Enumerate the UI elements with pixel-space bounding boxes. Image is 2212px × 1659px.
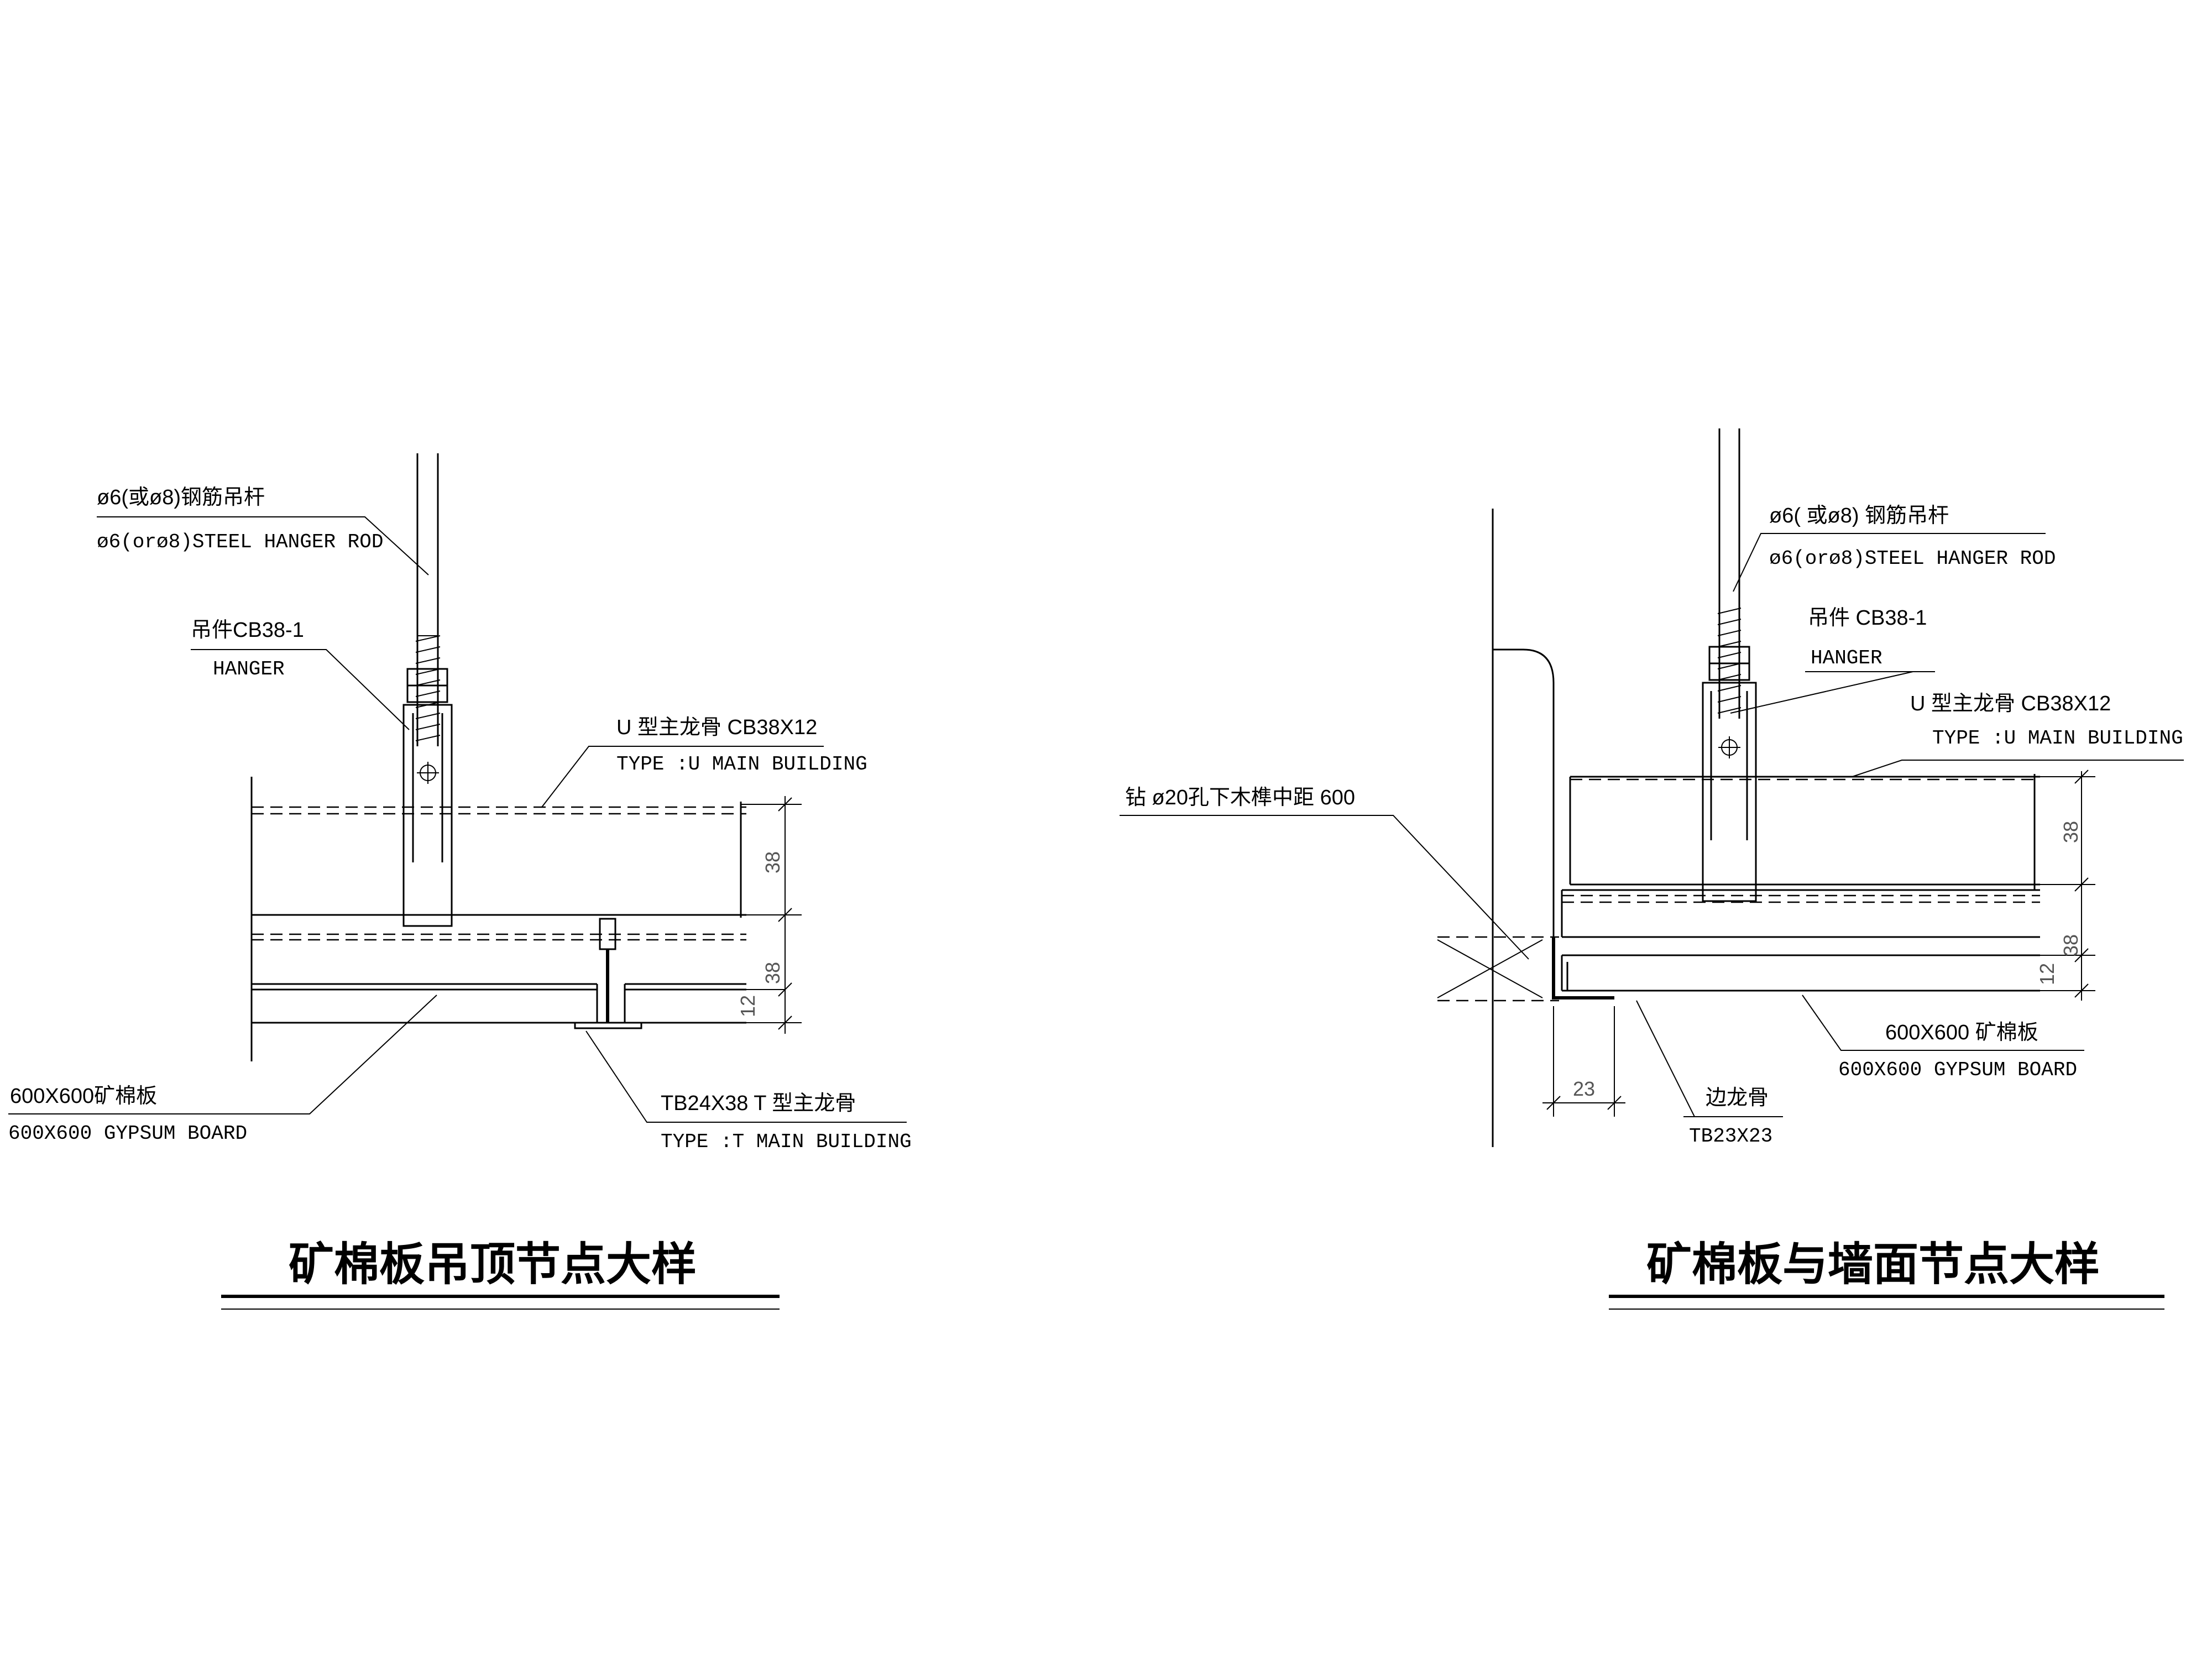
- right-detail-title: 矿棉板与墙面节点大样: [1646, 1238, 2100, 1291]
- right-board-and-edge-keel: [1552, 889, 2040, 999]
- right-leaders: [1120, 533, 2184, 1117]
- right-hanger-label-cn: 吊件 CB38-1: [1808, 606, 1927, 630]
- left-dim-12: 12: [736, 995, 759, 1017]
- right-rod-label-en: ø6(orø8)STEEL HANGER ROD: [1769, 547, 2056, 570]
- right-u-keel-label-en: TYPE :U MAIN BUILDING: [1932, 727, 2183, 750]
- left-dimensions: 38 38 12: [736, 796, 802, 1034]
- left-detail-title: 矿棉板吊顶节点大样: [289, 1238, 697, 1291]
- left-dim-38-upper: 38: [761, 851, 784, 873]
- left-t-keel-label-en: TYPE :T MAIN BUILDING: [661, 1131, 912, 1153]
- right-wall: [1437, 509, 1559, 1147]
- left-u-keel-label-en: TYPE :U MAIN BUILDING: [616, 753, 867, 776]
- left-leaders: [8, 516, 907, 1123]
- left-hanger-cb38: [402, 668, 453, 927]
- left-board-label-en: 600X600 GYPSUM BOARD: [8, 1122, 247, 1145]
- left-ceiling-detail: 38 38 12 ø6(或ø8)钢筋吊杆 ø6(orø8)STEEL HANGE…: [8, 453, 912, 1310]
- left-t-keel-label-cn: TB24X38 T 型主龙骨: [661, 1092, 856, 1115]
- right-dim-12: 12: [2036, 963, 2058, 985]
- left-rod-label-en: ø6(orø8)STEEL HANGER ROD: [97, 531, 383, 553]
- right-hanger-cb38: [1702, 646, 1757, 902]
- left-u-keel-label-cn: U 型主龙骨 CB38X12: [616, 716, 817, 739]
- right-u-main-keel: [1569, 774, 2040, 890]
- left-board-label-cn: 600X600矿棉板: [10, 1085, 157, 1108]
- right-edge-keel-label-cn: 边龙骨: [1706, 1086, 1769, 1110]
- left-hanger-label-cn: 吊件CB38-1: [191, 619, 304, 642]
- right-rod-label-cn: ø6( 或ø8) 钢筋吊杆: [1769, 504, 1949, 527]
- right-hanger-label-en: HANGER: [1811, 647, 1882, 669]
- left-u-main-keel: [250, 777, 746, 1061]
- left-dim-38-lower: 38: [761, 962, 784, 984]
- left-hanger-label-en: HANGER: [213, 658, 285, 681]
- right-board-label-en: 600X600 GYPSUM BOARD: [1838, 1059, 2077, 1081]
- right-hanger-rod: [1717, 428, 1742, 719]
- right-wall-detail: 38 38 12 23 ø6( 或ø8) 钢筋吊杆 ø6(orø8)STEEL …: [1120, 428, 2184, 1310]
- right-dim-23: 23: [1573, 1077, 1595, 1100]
- left-rod-label-cn: ø6(或ø8)钢筋吊杆: [97, 486, 265, 509]
- right-drill-label: 钻 ø20孔下木榫中距 600: [1125, 786, 1355, 809]
- left-t-keel-and-boards: [252, 918, 746, 1029]
- right-dim-38-lower: 38: [2059, 934, 2082, 956]
- right-dimensions: 38 38 12 23: [1542, 770, 2095, 1117]
- right-dim-38-upper: 38: [2059, 821, 2082, 843]
- right-board-label-cn: 600X600 矿棉板: [1885, 1021, 2038, 1044]
- right-u-keel-label-cn: U 型主龙骨 CB38X12: [1910, 692, 2111, 715]
- right-edge-keel-label-en: TB23X23: [1689, 1125, 1772, 1148]
